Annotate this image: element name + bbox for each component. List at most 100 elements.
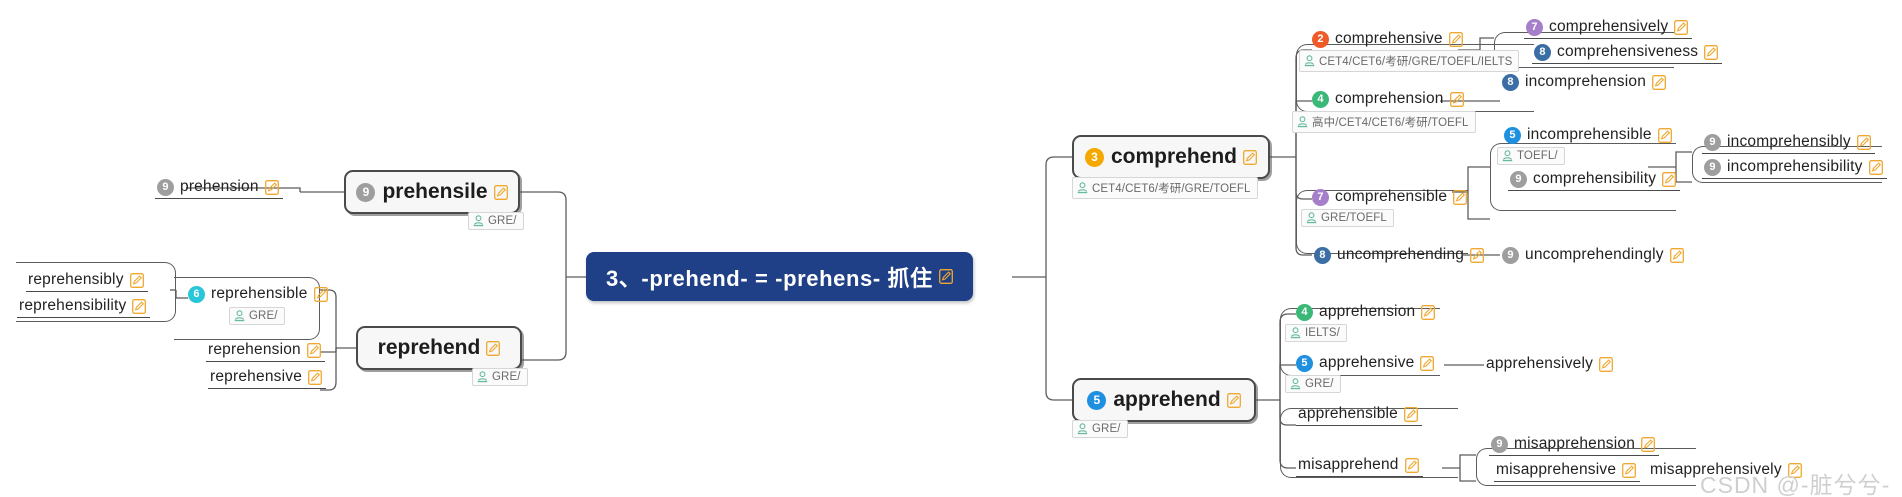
tag-reprehensible: GRE/: [229, 307, 285, 325]
person-icon: [1502, 150, 1513, 162]
node-misapprehension[interactable]: 9 misapprehension: [1489, 434, 1660, 456]
node-label: comprehensiveness: [1557, 43, 1699, 60]
tag-label: 高中/CET4/CET6/考研/TOEFL: [1312, 117, 1469, 129]
person-icon: [1290, 327, 1301, 339]
node-comprehensibility[interactable]: 9 comprehensibility: [1508, 169, 1681, 191]
pencil-icon[interactable]: [1404, 457, 1419, 473]
node-apprehensive[interactable]: 5 apprehensive: [1296, 354, 1435, 372]
pencil-icon[interactable]: [1868, 159, 1883, 175]
pencil-icon[interactable]: [486, 340, 501, 356]
badge-3: 3: [1084, 147, 1104, 167]
node-label: comprehensive: [1335, 30, 1443, 47]
node-incomprehensible[interactable]: 5 incomprehensible: [1504, 126, 1672, 144]
pencil-icon[interactable]: [1421, 304, 1436, 320]
node-reprehensible[interactable]: 6 reprehensible: [188, 285, 328, 303]
pencil-icon[interactable]: [1448, 31, 1463, 47]
node-uncomprehending[interactable]: 8 uncomprehending: [1312, 245, 1488, 266]
tag-label: TOEFL/: [1517, 150, 1558, 162]
person-icon: [473, 215, 484, 227]
pencil-icon[interactable]: [1856, 134, 1871, 150]
watermark: CSDN @-脏兮兮-: [1700, 472, 1891, 497]
node-apprehend[interactable]: 5 apprehend: [1072, 378, 1256, 422]
node-incomprehensibility[interactable]: 9 incomprehensibility: [1702, 157, 1887, 179]
node-label: reprehension: [208, 341, 301, 358]
node-comprehension[interactable]: 4 comprehension: [1312, 90, 1464, 108]
badge-9: 9: [1704, 158, 1721, 176]
pencil-icon[interactable]: [313, 286, 328, 302]
pencil-icon[interactable]: [306, 342, 321, 358]
pencil-icon[interactable]: [1787, 462, 1802, 478]
node-reprehension[interactable]: reprehension: [206, 340, 325, 362]
pencil-icon[interactable]: [1641, 436, 1655, 452]
pencil-icon[interactable]: [264, 179, 279, 195]
badge-5: 5: [1087, 390, 1107, 410]
pencil-icon[interactable]: [1453, 189, 1468, 205]
node-incomprehensibly[interactable]: 9 incomprehensibly: [1702, 132, 1875, 154]
node-label: apprehensively: [1486, 355, 1594, 372]
node-apprehensible[interactable]: apprehensible: [1296, 404, 1422, 426]
node-uncomprehendingly[interactable]: 9 uncomprehendingly: [1500, 245, 1688, 266]
tag-comprehend: CET4/CET6/考研/GRE/TOEFL: [1072, 177, 1258, 199]
tag-label: GRE/: [488, 215, 517, 227]
node-reprehensibly[interactable]: reprehensibly: [26, 270, 148, 292]
node-prehensile[interactable]: 9 prehensile: [344, 170, 520, 214]
pencil-icon[interactable]: [1470, 247, 1485, 263]
tag-label: IELTS/: [1305, 327, 1340, 339]
root-node[interactable]: 3、-prehend- = -prehens- 抓住: [586, 252, 973, 301]
person-icon: [1077, 182, 1088, 194]
pencil-icon[interactable]: [1652, 74, 1666, 90]
pencil-icon[interactable]: [1622, 462, 1637, 478]
tag-label: CET4/CET6/考研/GRE/TOEFL/IELTS: [1319, 56, 1513, 68]
pencil-icon[interactable]: [493, 184, 508, 200]
node-misapprehensively[interactable]: misapprehensively: [1648, 460, 1806, 481]
node-label: incomprehensibility: [1727, 158, 1863, 175]
node-label: uncomprehendingly: [1525, 246, 1664, 263]
node-reprehend[interactable]: reprehend: [356, 326, 522, 370]
badge-6: 6: [188, 285, 205, 303]
node-incomprehension[interactable]: 8 incomprehension: [1500, 72, 1670, 93]
pencil-icon[interactable]: [938, 269, 953, 284]
pencil-icon[interactable]: [308, 369, 322, 385]
node-reprehensive[interactable]: reprehensive: [208, 367, 327, 389]
pencil-icon[interactable]: [1669, 247, 1684, 263]
node-prehension[interactable]: 9 prehension: [155, 177, 283, 199]
node-label: reprehensible: [211, 285, 308, 302]
node-comprehensive[interactable]: 2 comprehensive: [1312, 30, 1463, 48]
pencil-icon[interactable]: [1226, 392, 1241, 408]
node-label: misapprehensive: [1496, 461, 1617, 478]
pencil-icon[interactable]: [1420, 355, 1435, 371]
node-apprehension[interactable]: 4 apprehension: [1296, 303, 1436, 321]
node-misapprehend[interactable]: misapprehend: [1296, 455, 1423, 477]
badge-9: 9: [1491, 435, 1508, 453]
badge-5: 5: [1504, 126, 1521, 144]
pencil-icon[interactable]: [1449, 91, 1464, 107]
tag-prehensile: GRE/: [468, 212, 524, 230]
pencil-icon[interactable]: [1662, 171, 1677, 187]
badge-9: 9: [1704, 133, 1721, 151]
node-label: comprehend: [1110, 145, 1238, 168]
tag-label: GRE/: [249, 310, 278, 322]
pencil-icon[interactable]: [129, 272, 144, 288]
node-label: prehension: [180, 178, 259, 195]
node-reprehensibility[interactable]: reprehensibility: [17, 296, 151, 318]
group-box-reprehensible-children: [16, 262, 176, 322]
pencil-icon[interactable]: [1404, 406, 1418, 422]
node-label: incomprehension: [1525, 73, 1647, 90]
person-icon: [1304, 55, 1315, 67]
pencil-icon[interactable]: [1704, 44, 1719, 60]
node-label: misapprehension: [1514, 435, 1636, 452]
node-misapprehensive[interactable]: misapprehensive: [1494, 460, 1641, 482]
node-apprehensively[interactable]: apprehensively: [1484, 354, 1617, 375]
tag-comprehensive: CET4/CET6/考研/GRE/TOEFL/IELTS: [1299, 50, 1520, 72]
pencil-icon[interactable]: [1674, 19, 1689, 35]
pencil-icon[interactable]: [1599, 356, 1614, 372]
pencil-icon[interactable]: [1243, 149, 1257, 165]
tag-apprehensive: GRE/: [1285, 375, 1341, 393]
pencil-icon[interactable]: [1657, 127, 1672, 143]
node-comprehensible[interactable]: 7 comprehensible: [1312, 188, 1468, 206]
node-comprehend[interactable]: 3 comprehend: [1072, 135, 1270, 179]
node-comprehensiveness[interactable]: 8 comprehensiveness: [1532, 42, 1723, 64]
pencil-icon[interactable]: [132, 298, 147, 314]
node-comprehensively[interactable]: 7 comprehensively: [1524, 17, 1693, 39]
group-box-apprehend-children-b: [1280, 408, 1458, 478]
